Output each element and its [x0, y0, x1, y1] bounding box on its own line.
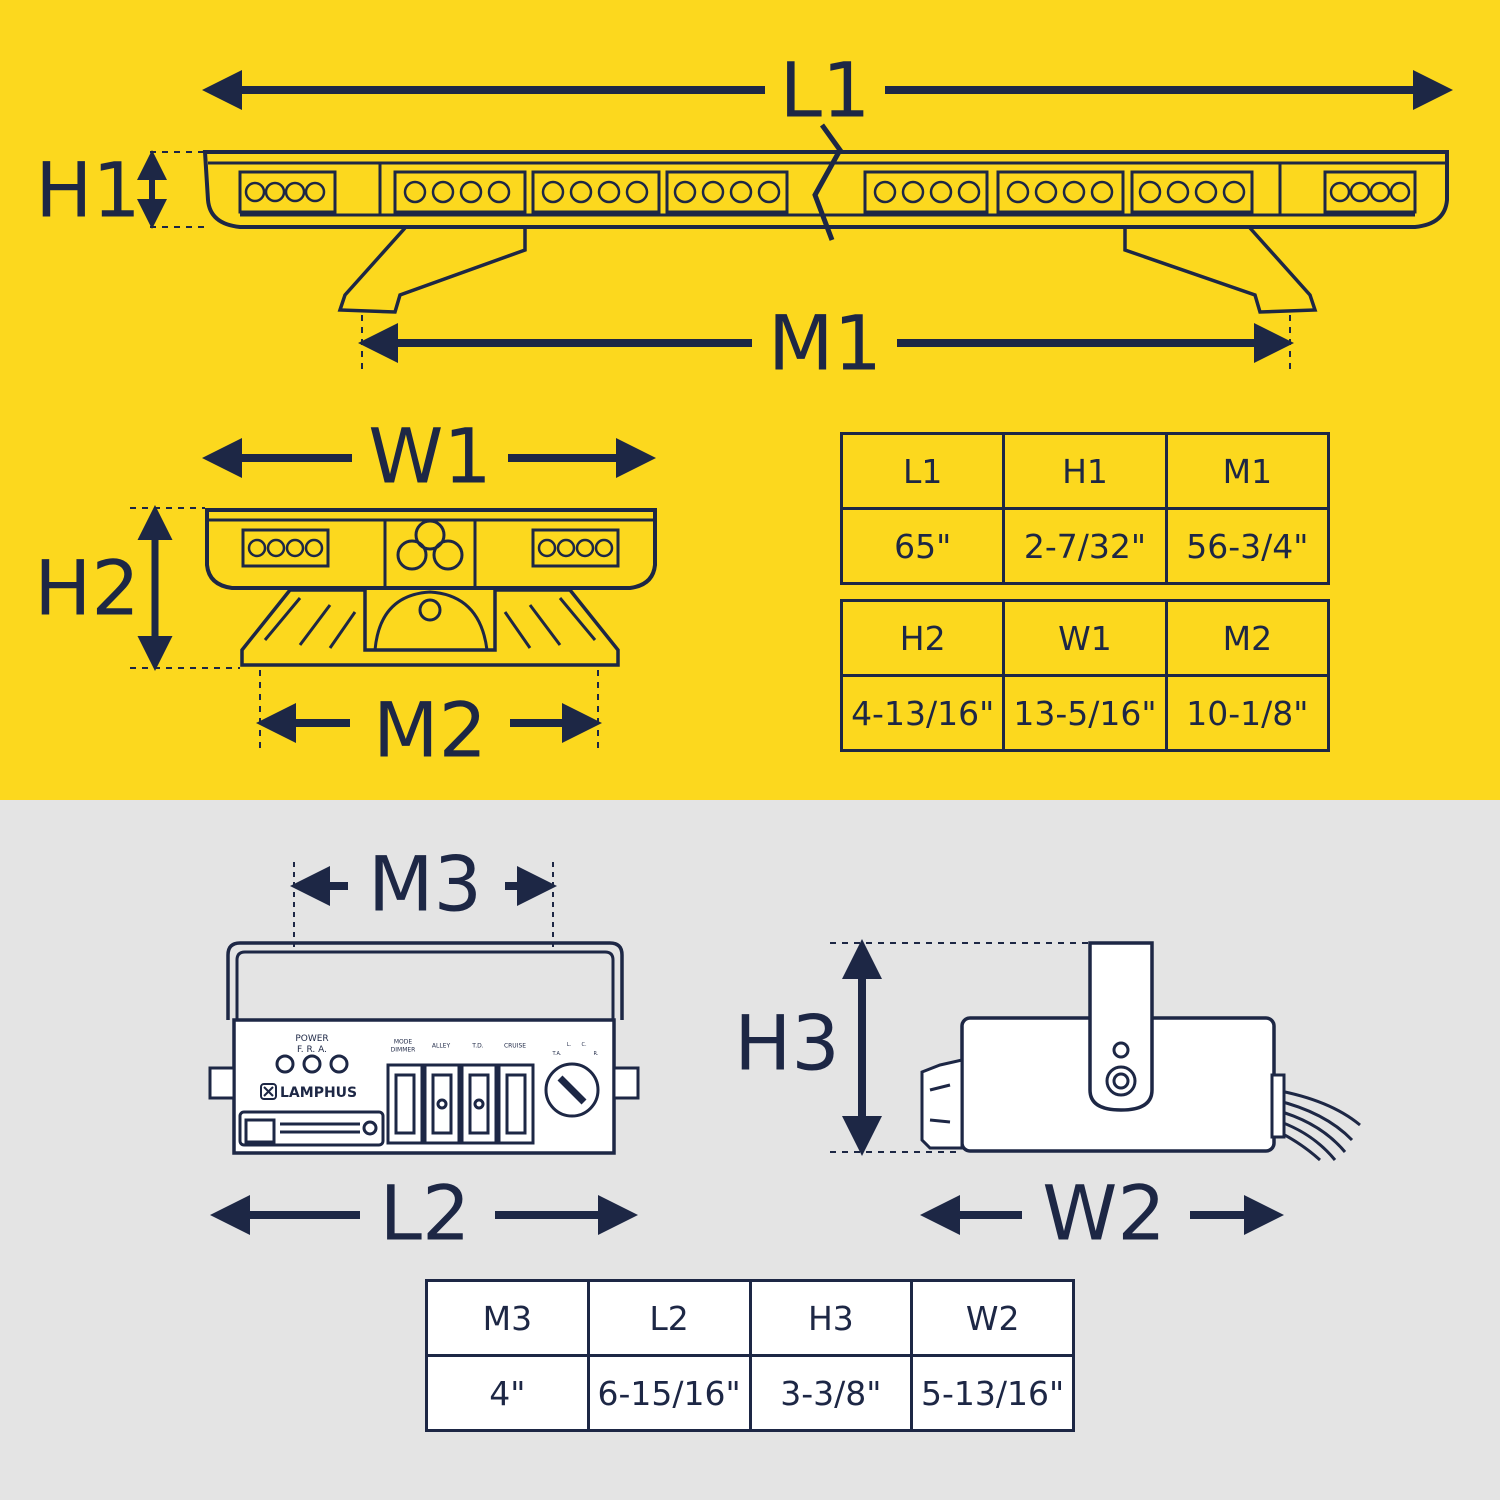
table-header-cell: W2	[910, 1279, 1075, 1357]
table-value-cell: 65"	[839, 507, 1006, 585]
controller-front-view	[208, 862, 640, 1235]
table-header-cell: H1	[1002, 432, 1168, 510]
mode-label: MODE	[394, 1039, 413, 1046]
table-value-row: 4" 6-15/16" 3-3/8" 5-13/16"	[425, 1354, 1075, 1432]
lightbar-dimensions-table-bottom: H2 W1 M2 4-13/16" 13-5/16" 10-1/8"	[839, 599, 1331, 752]
controller-dimensions-table: M3 L2 H3 W2 4" 6-15/16" 3-3/8" 5-13/16"	[425, 1279, 1075, 1432]
table-header-row: L1 H1 M1	[839, 432, 1331, 510]
table-header-cell: L2	[586, 1279, 752, 1357]
table-value-cell: 3-3/8"	[748, 1354, 914, 1432]
led-modules	[238, 163, 1417, 215]
table-header-cell: M1	[1164, 432, 1331, 510]
table-header-cell: L1	[839, 432, 1006, 510]
controller-side-view	[830, 939, 1361, 1235]
table-value-cell: 4-13/16"	[839, 674, 1006, 752]
knob-c-label: C.	[581, 1042, 586, 1048]
lightbar-dimensions-table-top: L1 H1 M1 65" 2-7/32" 56-3/4"	[839, 432, 1331, 585]
knob-l-label: L.	[567, 1042, 572, 1048]
knob-r-label: R.	[594, 1051, 599, 1057]
lightbar-front-view	[137, 70, 1453, 375]
fra-label: F. R. A.	[297, 1045, 327, 1055]
table-value-cell: 4"	[425, 1354, 590, 1432]
knob-ta-label: T.A.	[552, 1051, 562, 1057]
table-header-cell: M2	[1164, 599, 1331, 677]
controller-panel-text: POWER F. R. A. MODE DIMMER ALLEY T.D. CR…	[260, 1034, 599, 1101]
brand-logo-text: LAMPHUS	[280, 1085, 357, 1101]
lamphus-logo-icon	[260, 1083, 277, 1100]
label-m3: M3	[368, 840, 482, 929]
label-h2: H2	[34, 544, 140, 633]
cruise-label: CRUISE	[504, 1043, 526, 1050]
mode-knob-icon	[544, 1062, 600, 1118]
table-header-row: M3 L2 H3 W2	[425, 1279, 1075, 1357]
td-label: T.D.	[471, 1043, 483, 1050]
lightbar-end-view	[130, 438, 657, 752]
table-value-cell: 56-3/4"	[1164, 507, 1331, 585]
alley-label: ALLEY	[432, 1043, 451, 1050]
label-l1: L1	[780, 46, 871, 135]
table-header-cell: W1	[1002, 599, 1168, 677]
table-value-cell: 5-13/16"	[910, 1354, 1075, 1432]
table-header-cell: H3	[748, 1279, 914, 1357]
table-value-cell: 6-15/16"	[586, 1354, 752, 1432]
dimmer-label: DIMMER	[391, 1047, 416, 1054]
table-value-cell: 13-5/16"	[1002, 674, 1168, 752]
table-value-row: 4-13/16" 13-5/16" 10-1/8"	[839, 674, 1331, 752]
label-l2: L2	[380, 1169, 471, 1258]
rocker-switches	[386, 1063, 535, 1145]
table-value-cell: 2-7/32"	[1002, 507, 1168, 585]
label-w1: W1	[368, 412, 492, 501]
label-h1: H1	[35, 146, 141, 235]
power-label: POWER	[295, 1034, 328, 1044]
table-header-row: H2 W1 M2	[839, 599, 1331, 677]
table-header-cell: H2	[839, 599, 1006, 677]
label-m1: M1	[768, 299, 882, 388]
table-value-cell: 10-1/8"	[1164, 674, 1331, 752]
label-w2: W2	[1042, 1169, 1166, 1258]
table-value-row: 65" 2-7/32" 56-3/4"	[839, 507, 1331, 585]
label-m2: M2	[373, 686, 487, 775]
table-header-cell: M3	[425, 1279, 590, 1357]
label-h3: H3	[734, 999, 840, 1088]
